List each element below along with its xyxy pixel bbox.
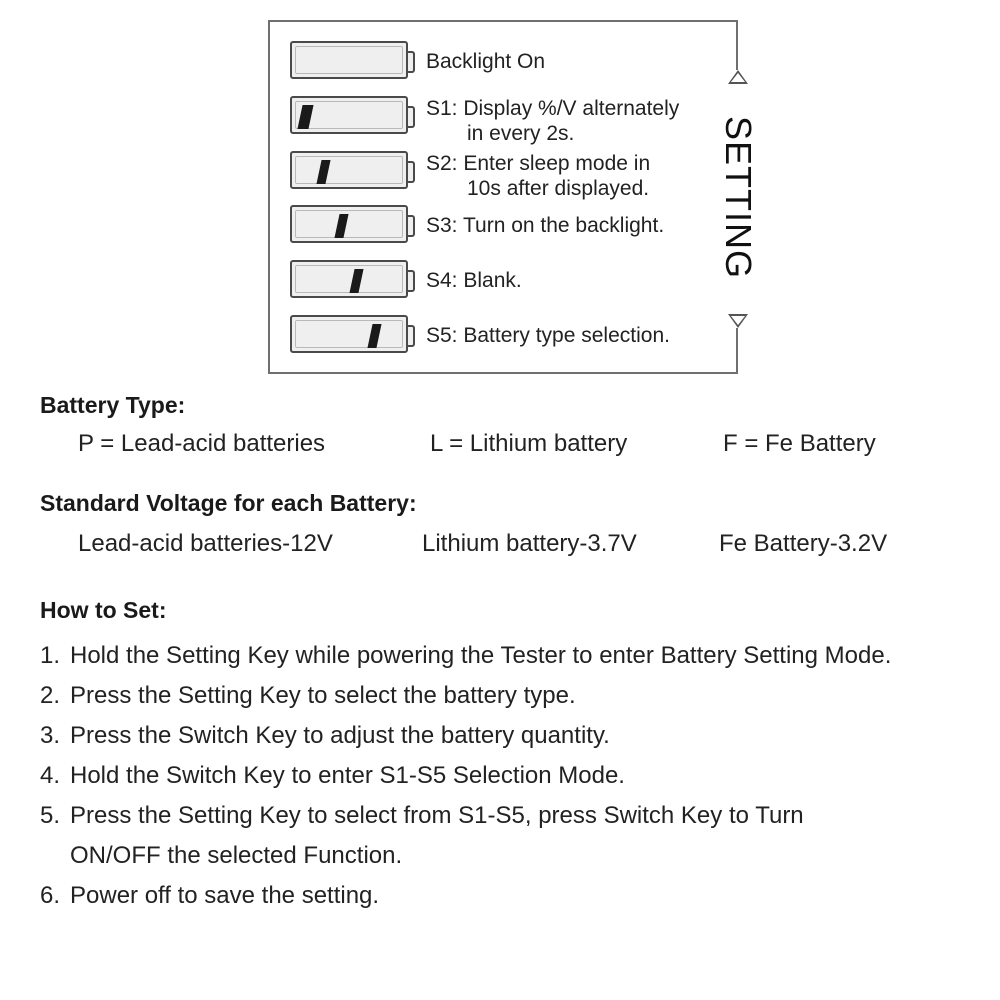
step-number: 6. bbox=[40, 882, 61, 909]
step-number: 4. bbox=[40, 762, 61, 789]
standard-voltage-item: Lithium battery-3.7V bbox=[422, 530, 637, 557]
setting-row-s1: S1: Display %/V alternately in every 2s. bbox=[290, 96, 730, 145]
battery-icon bbox=[290, 41, 408, 79]
setting-row-line: S2: Enter sleep mode in bbox=[426, 152, 651, 175]
battery-tip-icon bbox=[408, 51, 415, 73]
battery-type-item: F = Fe Battery bbox=[723, 430, 876, 457]
segment-bar-icon bbox=[367, 324, 382, 348]
setting-row-label: S3: Turn on the backlight. bbox=[426, 213, 664, 238]
setting-row-line: S3: Turn on the backlight. bbox=[426, 214, 665, 237]
setting-vertical-strip: SETTING bbox=[718, 70, 759, 328]
step-text: Press the Setting Key to select the batt… bbox=[70, 682, 576, 709]
triangle-down-icon bbox=[728, 314, 748, 328]
battery-tip-icon bbox=[408, 215, 415, 237]
battery-icon bbox=[290, 205, 408, 243]
step-text: Hold the Switch Key to enter S1-S5 Selec… bbox=[70, 762, 625, 789]
setting-row-s2: S2: Enter sleep mode in 10s after displa… bbox=[290, 151, 730, 200]
list-item: 2. Press the Setting Key to select the b… bbox=[40, 676, 970, 716]
step-text: Press the Switch Key to adjust the batte… bbox=[70, 722, 610, 749]
setting-row-line: S4: Blank. bbox=[426, 269, 522, 292]
how-to-set-steps: 1. Hold the Setting Key while powering t… bbox=[40, 636, 970, 916]
list-item: 1. Hold the Setting Key while powering t… bbox=[40, 636, 970, 676]
standard-voltage-list: Lead-acid batteries-12V Lithium battery-… bbox=[78, 530, 958, 560]
list-item: 3. Press the Switch Key to adjust the ba… bbox=[40, 716, 970, 756]
setting-row-label: S5: Battery type selection. bbox=[426, 323, 670, 348]
segment-bar-icon bbox=[349, 269, 364, 293]
setting-row-s4: S4: Blank. bbox=[290, 260, 730, 300]
setting-row-s3: S3: Turn on the backlight. bbox=[290, 205, 730, 245]
step-number: 5. bbox=[40, 802, 61, 829]
battery-type-heading: Battery Type: bbox=[40, 392, 186, 418]
setting-vertical-label: SETTING bbox=[718, 116, 759, 280]
setting-row-line-2: 10s after displayed. bbox=[467, 177, 650, 200]
battery-type-item: L = Lithium battery bbox=[430, 430, 628, 457]
setting-row-s5: S5: Battery type selection. bbox=[290, 315, 730, 355]
setting-row-line: Backlight On bbox=[426, 50, 546, 73]
step-text: Hold the Setting Key while powering the … bbox=[70, 642, 892, 669]
battery-icon bbox=[290, 315, 408, 353]
triangle-up-icon bbox=[728, 70, 748, 84]
setting-row-backlight: Backlight On bbox=[290, 41, 730, 81]
setting-row-line: S1: Display %/V alternately bbox=[426, 97, 680, 120]
step-text: Press the Setting Key to select from S1-… bbox=[70, 802, 804, 869]
segment-bar-icon bbox=[334, 214, 349, 238]
battery-icon bbox=[290, 260, 408, 298]
battery-icon bbox=[290, 96, 408, 134]
lcd-setting-panel: Backlight On S1: Display %/V alternately… bbox=[268, 20, 738, 374]
standard-voltage-heading: Standard Voltage for each Battery: bbox=[40, 490, 417, 516]
list-item: 5. Press the Setting Key to select from … bbox=[40, 796, 970, 876]
setting-row-line-2: in every 2s. bbox=[467, 122, 575, 145]
setting-row-label: Backlight On bbox=[426, 49, 545, 74]
battery-tip-icon bbox=[408, 106, 415, 128]
list-item: 4. Hold the Switch Key to enter S1-S5 Se… bbox=[40, 756, 970, 796]
battery-type-item: P = Lead-acid batteries bbox=[78, 430, 326, 457]
battery-icon bbox=[290, 151, 408, 189]
standard-voltage-item: Lead-acid batteries-12V bbox=[78, 530, 333, 557]
setting-row-label: S2: Enter sleep mode in 10s after displa… bbox=[426, 151, 650, 201]
battery-type-list: P = Lead-acid batteries L = Lithium batt… bbox=[78, 430, 958, 460]
step-number: 1. bbox=[40, 642, 61, 669]
step-number: 3. bbox=[40, 722, 61, 749]
step-number: 2. bbox=[40, 682, 61, 709]
setting-row-label: S1: Display %/V alternately in every 2s. bbox=[426, 96, 679, 146]
setting-row-line: S5: Battery type selection. bbox=[426, 324, 670, 347]
step-text: Power off to save the setting. bbox=[70, 882, 380, 909]
segment-bar-icon bbox=[316, 160, 331, 184]
segment-bar-icon bbox=[297, 105, 314, 129]
battery-tip-icon bbox=[408, 161, 415, 183]
battery-tip-icon bbox=[408, 270, 415, 292]
setting-row-label: S4: Blank. bbox=[426, 268, 522, 293]
list-item: 6. Power off to save the setting. bbox=[40, 876, 970, 916]
standard-voltage-item: Fe Battery-3.2V bbox=[719, 530, 888, 557]
battery-tip-icon bbox=[408, 325, 415, 347]
how-to-set-heading: How to Set: bbox=[40, 597, 167, 623]
